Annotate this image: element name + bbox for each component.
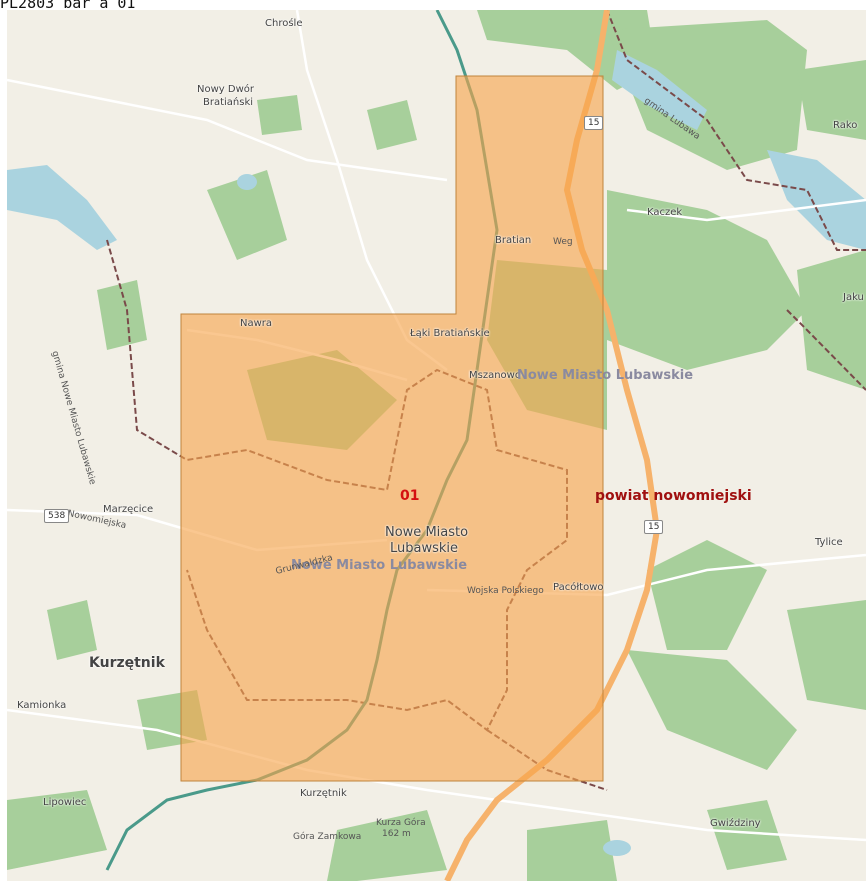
place-jakubkowo: Jaku — [843, 292, 864, 303]
admin-label-center: Nowe Miasto Lubawskie — [291, 558, 468, 573]
road-shield-15-north: 15 — [584, 116, 604, 130]
place-lipowiec: Lipowiec — [43, 797, 87, 808]
place-kurza-gora: Kurza Góra — [376, 818, 426, 828]
place-nawra: Nawra — [240, 318, 273, 329]
place-chrosle: Chrośle — [265, 18, 303, 29]
water-areas — [7, 50, 866, 856]
town-label-line2: Lubawskie — [390, 541, 459, 556]
place-laki: Łąki Bratiańskie — [410, 328, 490, 339]
sheet-label[interactable]: 01 — [400, 488, 420, 504]
sheet-overlay[interactable] — [180, 75, 604, 782]
map-layers — [7, 10, 866, 881]
county-label: powiat nowomiejski — [595, 488, 752, 504]
place-kaczek: Kaczek — [647, 207, 683, 218]
place-nowy-dwor: Nowy Dwór — [197, 84, 254, 95]
place-kurzetnik: Kurzętnik — [300, 788, 347, 799]
admin-label-north: Nowe Miasto Lubawskie — [517, 368, 694, 383]
town-label-line1: Nowe Miasto — [385, 525, 469, 540]
place-mszanowo: Mszanowo — [469, 370, 521, 381]
place-bratianski: Bratiański — [203, 97, 254, 108]
place-kurzetnik-big: Kurzętnik — [89, 655, 165, 671]
map-canvas[interactable]: Chrośle Nowy Dwór Bratiański Bratian Weg… — [7, 10, 866, 881]
place-gora-zamkowa: Góra Zamkowa — [293, 832, 362, 842]
road-shield-538: 538 — [44, 509, 70, 523]
place-kamionka: Kamionka — [17, 700, 67, 711]
place-rakowo: Rako — [833, 120, 858, 131]
place-pacoltowo: Pacółtowo — [553, 582, 604, 593]
forest-areas — [7, 10, 866, 881]
place-bratian: Bratian — [495, 235, 532, 246]
place-tylice: Tylice — [815, 537, 843, 548]
place-marzecice: Marzęcice — [103, 504, 154, 515]
street-wojska-polskiego: Wojska Polskiego — [467, 586, 544, 596]
place-gwizdziny: Gwiździny — [710, 818, 761, 829]
place-kurza-gora-elevation: 162 m — [382, 829, 411, 839]
image-caption: PL2803_bar_a_01 — [0, 0, 136, 12]
road-shield-15-south: 15 — [644, 520, 664, 534]
street-weg: Weg — [553, 237, 573, 247]
